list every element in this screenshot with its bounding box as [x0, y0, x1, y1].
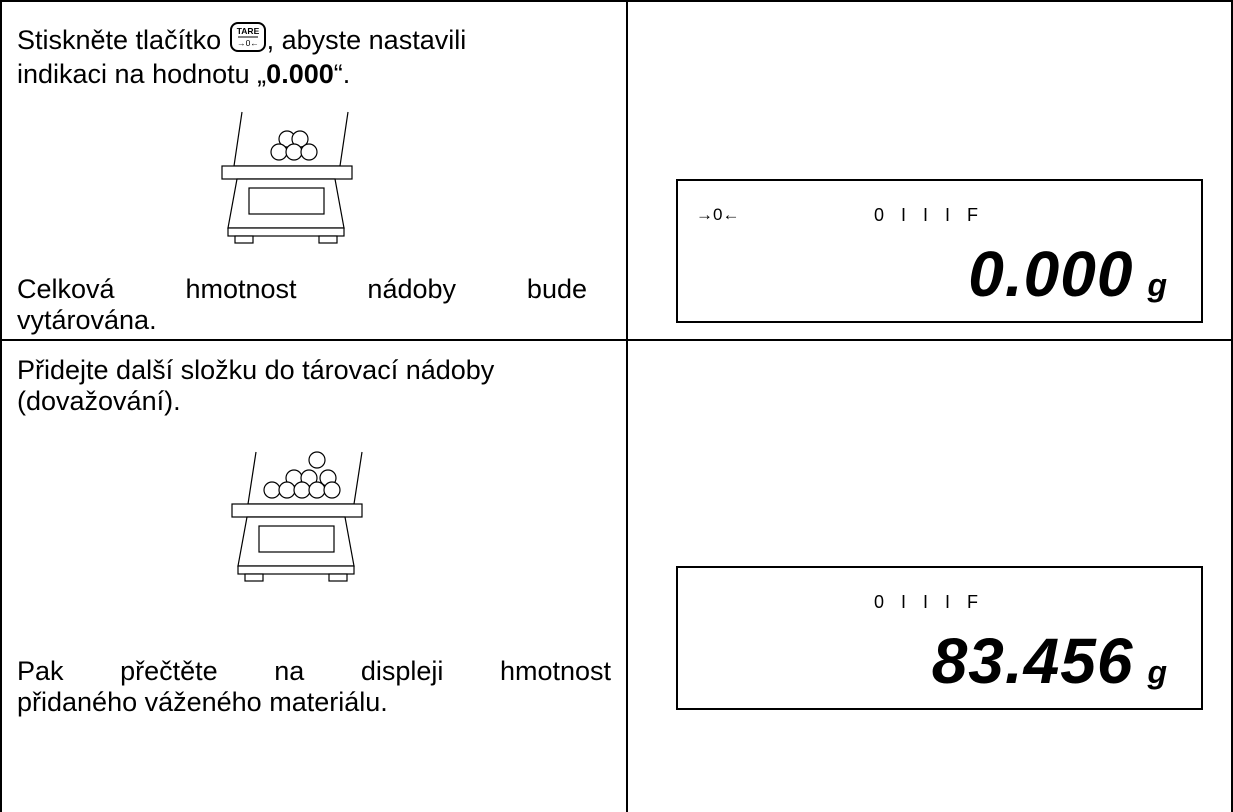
instruction-text-cont: , abyste nastavili	[266, 25, 467, 55]
note-word: na	[274, 656, 305, 686]
instruction-text-line2: indikaci na hodnotu „	[17, 59, 267, 89]
target-value: 0.000	[266, 59, 334, 89]
scale-display-tared: →0← 0 I I I F 0.000 g	[676, 179, 1203, 323]
tare-key-label: TARE	[236, 26, 259, 36]
weight-reading: 83.456 g	[932, 624, 1167, 698]
note-word: displeji	[360, 656, 444, 686]
tare-instruction: Stiskněte tlačítko TARE →0← , abyste nas…	[17, 22, 617, 90]
table-border-right	[1231, 0, 1233, 812]
weight-unit: g	[1147, 267, 1167, 303]
weight-value: 0.000	[968, 238, 1134, 310]
row-divider	[0, 339, 1233, 341]
instruction-text-end: “.	[333, 59, 351, 89]
weight-reading: 0.000 g	[968, 237, 1167, 311]
scale-with-container-illustration	[220, 108, 360, 268]
tare-note-line1: Celková hmotnost nádoby bude	[17, 274, 587, 305]
note-word: Pak	[17, 656, 64, 686]
read-result-line2: přidaného váženého materiálu.	[17, 687, 388, 717]
scale-display-weighed: 0 I I I F 83.456 g	[676, 566, 1203, 710]
weight-unit: g	[1147, 654, 1167, 690]
add-component-instruction: Přidejte další složku do tárovací nádoby…	[17, 355, 611, 417]
tare-note-line2: vytárována.	[17, 305, 157, 335]
instruction-text: Stiskněte tlačítko	[17, 25, 229, 55]
column-divider	[626, 0, 628, 812]
tare-key-icon: TARE →0←	[229, 22, 266, 59]
weight-value: 83.456	[931, 625, 1134, 697]
note-word: bude	[526, 274, 587, 304]
read-result-note: Pak přečtěte na displeji hmotnost přidan…	[17, 656, 611, 718]
stability-bars: 0 I I I F	[874, 592, 985, 612]
stability-bars: 0 I I I F	[874, 205, 985, 225]
table-border-left	[0, 0, 2, 812]
tare-key-zero-label: →0←	[237, 38, 259, 48]
note-word: hmotnost	[185, 274, 297, 304]
read-result-line1: Pak přečtěte na displeji hmotnost	[17, 656, 611, 687]
note-word: nádoby	[367, 274, 457, 304]
note-word: přečtěte	[120, 656, 218, 686]
tare-note: Celková hmotnost nádoby bude vytárována.	[17, 274, 587, 336]
note-word: hmotnost	[499, 656, 611, 686]
note-word: Celková	[17, 274, 115, 304]
zero-indicator: →0←	[696, 205, 740, 224]
instruction-line1: Přidejte další složku do tárovací nádoby	[17, 355, 495, 385]
scale-with-added-material-illustration	[230, 448, 370, 608]
table-border-top	[0, 0, 1233, 2]
instruction-line2: (dovažování).	[17, 386, 181, 416]
